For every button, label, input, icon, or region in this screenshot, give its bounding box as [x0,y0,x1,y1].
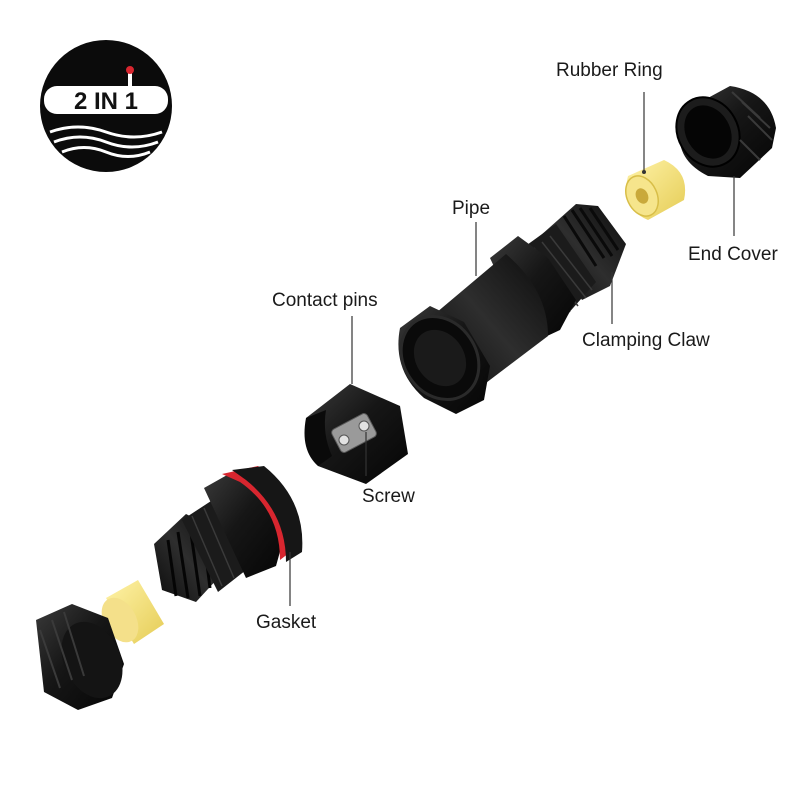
pipe-body [398,204,626,414]
logo-text: 2 IN 1 [74,88,138,115]
contact-pins-block [304,384,408,484]
logo-wave [49,125,163,139]
label-screw: Screw [362,486,415,507]
label-pipe: Pipe [452,198,490,219]
brand-logo: 2 IN 1 [40,40,172,172]
end-cover-top [675,86,776,178]
logo-wave [53,135,159,149]
logo-pin-dot [126,66,134,74]
label-end-cover: End Cover [688,244,778,265]
logo-plate [44,86,168,114]
logo-wave [61,146,151,158]
label-rubber-ring: Rubber Ring [556,60,663,81]
leader-dot [642,170,646,174]
label-gasket: Gasket [256,612,317,633]
label-contact-pins: Contact pins [272,290,378,311]
label-clamping-claw: Clamping Claw [582,330,710,351]
gasket-body [154,466,303,602]
end-cover-bottom [36,604,124,710]
leader-lines [289,92,735,606]
rubber-ring-top [625,160,686,220]
logo-pin [128,70,132,88]
